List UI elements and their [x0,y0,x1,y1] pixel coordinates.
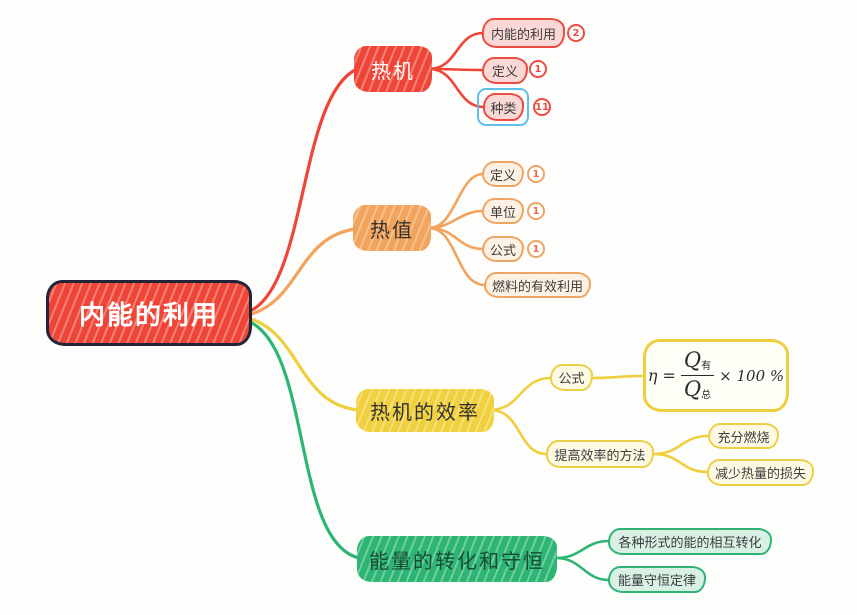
root-topic[interactable]: 内能的利用 [46,280,252,346]
topic-engine-definition[interactable]: 定义 [482,57,528,84]
topic-value-formula[interactable]: 公式 [482,236,524,262]
topic-heat-value[interactable]: 热值 [353,205,431,251]
topic-efficiency-equation[interactable]: η = Q有 Q总 × 100 % [643,339,789,412]
equation-times-100: × 100 % [719,366,785,385]
topic-internal-energy-usage[interactable]: 内能的利用 [482,18,565,48]
connector-engine-types [428,67,486,109]
equation-fraction: Q有 Q总 [680,350,715,401]
topic-engine-efficiency[interactable]: 热机的效率 [356,389,494,432]
equation-numerator: Q有 [680,350,715,376]
equation-eta: η = [647,366,676,385]
topic-full-combustion[interactable]: 充分燃烧 [708,423,779,449]
connector-methods-reduceloss [651,452,710,474]
connector-root-efficiency [246,316,360,412]
topic-value-definition[interactable]: 定义 [482,161,524,187]
topic-fuel-effective-use[interactable]: 燃料的有效利用 [484,272,591,298]
connector-energy-law [554,556,611,582]
topic-value-unit[interactable]: 单位 [482,198,524,224]
connector-eff-methods [490,408,549,456]
connector-value-fuel [427,226,487,287]
equation-denominator: Q总 [683,377,712,401]
count-badge[interactable]: 1 [527,202,545,220]
count-badge[interactable]: 11 [533,98,551,116]
topic-improve-methods[interactable]: 提高效率的方法 [546,440,654,468]
connector-root-energy [246,319,361,560]
topic-heat-engine[interactable]: 热机 [354,46,432,92]
connector-energy-transform [554,539,611,560]
connector-root-heat-engine [246,67,359,314]
topic-efficiency-formula[interactable]: 公式 [550,364,593,391]
selection-outline [477,88,529,126]
count-badge[interactable]: 1 [527,240,545,258]
topic-conservation-law[interactable]: 能量守恒定律 [608,566,706,593]
count-badge[interactable]: 2 [567,24,585,42]
connector-engine-usage [428,31,485,71]
topic-mutual-transformation[interactable]: 各种形式的能的相互转化 [608,528,772,555]
connector-root-heat-value [246,227,358,317]
connector-formula-equation [590,374,646,380]
connector-methods-burn [651,434,711,456]
topic-energy-conversion[interactable]: 能量的转化和守恒 [357,536,557,582]
count-badge[interactable]: 1 [527,165,545,183]
topic-engine-types[interactable]: 种类 [483,93,524,121]
connector-eff-formula [490,376,553,412]
count-badge[interactable]: 1 [529,60,547,78]
topic-reduce-heat-loss[interactable]: 减少热量的损失 [707,459,814,486]
